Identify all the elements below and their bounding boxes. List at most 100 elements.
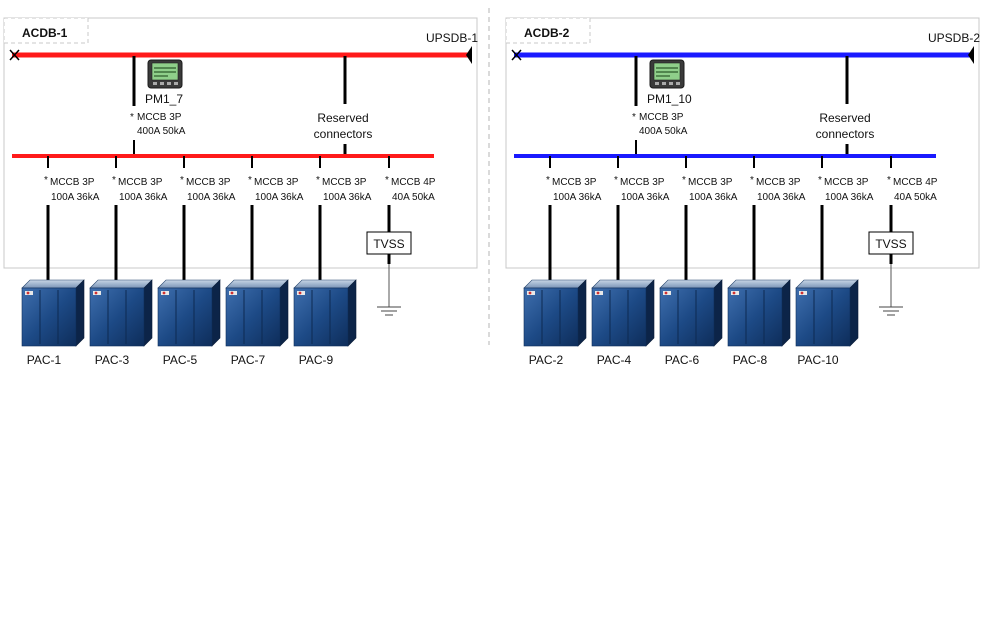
panel-title-box	[505, 17, 591, 44]
surge-breaker-rating: 40A 50kA	[392, 192, 435, 203]
feeder-breaker-rating: 100A 36kA	[119, 192, 168, 203]
pac-cabinet-icon	[727, 279, 791, 347]
reserved-label-line2: connectors	[314, 127, 373, 141]
cabinet-indicator	[596, 291, 600, 295]
surge-breaker-rating: 40A 50kA	[894, 192, 937, 203]
cabinet-indicator	[528, 291, 532, 295]
meter-button	[655, 82, 659, 85]
cabinet-indicator	[162, 291, 166, 295]
load-label: PAC-7	[231, 353, 266, 367]
cabinet-top	[523, 279, 587, 289]
cabinet-front	[523, 287, 579, 347]
cabinet-side	[347, 279, 357, 347]
feeder-breaker-rating: 100A 36kA	[323, 192, 372, 203]
load-label: PAC-5	[163, 353, 198, 367]
bus-open-end-icon	[511, 49, 522, 61]
cabinet-top	[293, 279, 357, 289]
feeder-breaker-type: MCCB 3P	[118, 177, 163, 188]
source-label: UPSDB-1	[426, 31, 478, 45]
meter-label: PM1_10	[647, 92, 692, 106]
cabinet-side	[645, 279, 655, 347]
source-label: UPSDB-2	[928, 31, 980, 45]
breaker-mark-icon: *	[316, 175, 320, 186]
load-label: PAC-3	[95, 353, 130, 367]
load-label: PAC-6	[665, 353, 700, 367]
feeder-breaker-type: MCCB 3P	[254, 177, 299, 188]
surge-breaker-type: MCCB 4P	[893, 177, 938, 188]
cabinet-top	[795, 279, 859, 289]
source-arrow-icon	[466, 46, 472, 64]
cabinet-top	[157, 279, 221, 289]
cabinet-front	[293, 287, 349, 347]
cabinet-side	[211, 279, 221, 347]
meter-button	[669, 82, 673, 85]
bus-open-end-icon	[9, 49, 20, 61]
load-label: PAC-1	[27, 353, 62, 367]
load-label: PAC-4	[597, 353, 632, 367]
breaker-mark-icon: *	[887, 175, 891, 186]
cabinet-top	[727, 279, 791, 289]
breaker-mark-icon: *	[248, 175, 252, 186]
breaker-mark-icon: *	[614, 175, 618, 186]
pac-cabinet-icon	[293, 279, 357, 347]
breaker-mark-icon: *	[385, 175, 389, 186]
cabinet-top	[659, 279, 723, 289]
power-meter-icon	[649, 59, 685, 89]
main-breaker-rating: 400A 50kA	[639, 126, 688, 137]
panel-title-box	[3, 17, 89, 44]
breaker-mark-icon: *	[180, 175, 184, 186]
main-breaker-type: MCCB 3P	[137, 112, 182, 123]
cabinet-front	[727, 287, 783, 347]
cabinet-side	[143, 279, 153, 347]
feeder-breaker-type: MCCB 3P	[620, 177, 665, 188]
breaker-mark-icon: *	[112, 175, 116, 186]
cabinet-side	[75, 279, 85, 347]
feeder-breaker-type: MCCB 3P	[688, 177, 733, 188]
cabinet-front	[795, 287, 851, 347]
cabinet-side	[849, 279, 859, 347]
feeder-breaker-rating: 100A 36kA	[51, 192, 100, 203]
cabinet-front	[225, 287, 281, 347]
load-label: PAC-8	[733, 353, 768, 367]
pac-cabinet-icon	[225, 279, 289, 347]
meter-button	[676, 82, 680, 85]
cabinet-front	[89, 287, 145, 347]
feeder-breaker-rating: 100A 36kA	[689, 192, 738, 203]
feeder-breaker-type: MCCB 3P	[186, 177, 231, 188]
panel-frame	[505, 17, 980, 269]
cabinet-side	[279, 279, 289, 347]
cabinet-side	[713, 279, 723, 347]
surge-breaker-type: MCCB 4P	[391, 177, 436, 188]
tvss-label: TVSS	[373, 237, 404, 251]
pac-cabinet-icon	[89, 279, 153, 347]
breaker-mark-icon: *	[632, 112, 636, 123]
cabinet-top	[225, 279, 289, 289]
cabinet-front	[659, 287, 715, 347]
cabinet-indicator	[664, 291, 668, 295]
panel-frame	[3, 17, 478, 269]
cabinet-indicator	[94, 291, 98, 295]
feeder-breaker-type: MCCB 3P	[50, 177, 95, 188]
reserved-label-line2: connectors	[816, 127, 875, 141]
cabinet-indicator	[800, 291, 804, 295]
feeder-breaker-rating: 100A 36kA	[255, 192, 304, 203]
meter-label: PM1_7	[145, 92, 183, 106]
breaker-mark-icon: *	[130, 112, 134, 123]
pac-cabinet-icon	[157, 279, 221, 347]
power-meter-icon	[147, 59, 183, 89]
breaker-mark-icon: *	[750, 175, 754, 186]
pac-cabinet-icon	[795, 279, 859, 347]
feeder-breaker-rating: 100A 36kA	[621, 192, 670, 203]
source-arrow-icon	[968, 46, 974, 64]
breaker-mark-icon: *	[44, 175, 48, 186]
breaker-mark-icon: *	[818, 175, 822, 186]
feeder-breaker-rating: 100A 36kA	[553, 192, 602, 203]
cabinet-indicator	[26, 291, 30, 295]
cabinet-front	[591, 287, 647, 347]
meter-button	[662, 82, 666, 85]
feeder-breaker-type: MCCB 3P	[552, 177, 597, 188]
pac-cabinet-icon	[659, 279, 723, 347]
cabinet-front	[157, 287, 213, 347]
cabinet-front	[21, 287, 77, 347]
cabinet-top	[591, 279, 655, 289]
